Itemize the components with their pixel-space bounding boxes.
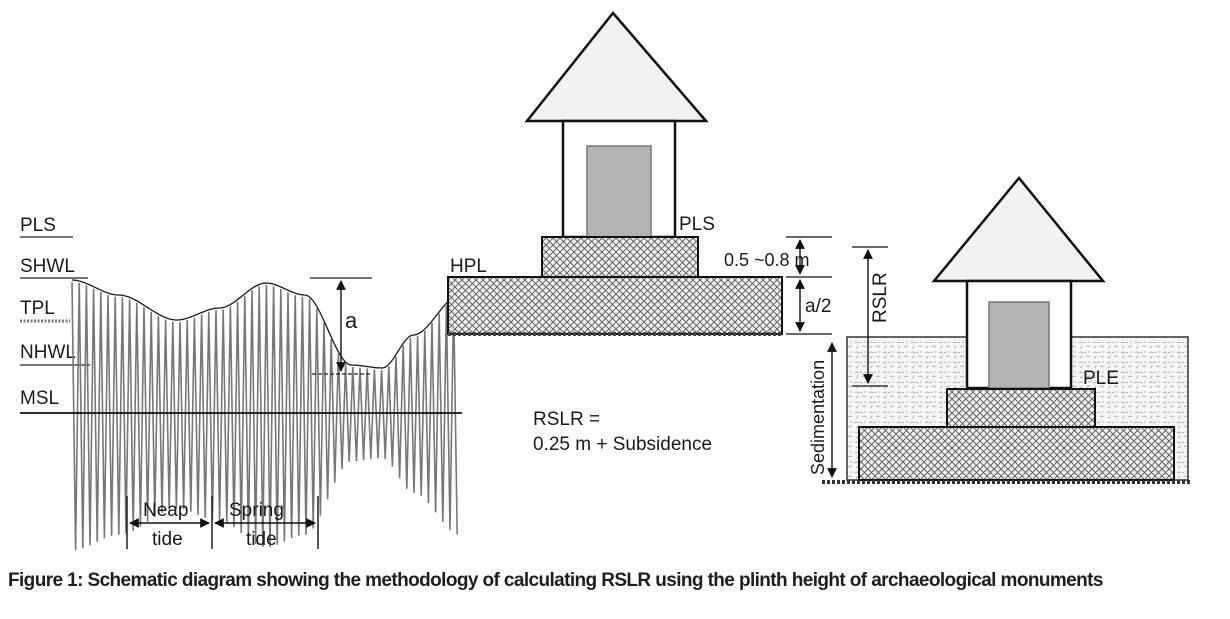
tide-oscillation-waveform [71,281,458,551]
buried-monument-roof [931,176,1106,283]
tide-level-msl: MSL [20,388,59,409]
tidal-range-marker: a [310,277,372,375]
tide-level-tpl: TPL [20,298,55,319]
formula-line1: RSLR = [533,409,600,430]
tide-level-pls: PLS [20,215,56,236]
spring-label-line1: Spring [229,500,284,521]
monument-roof [524,11,709,123]
buried-monument-door [988,301,1050,389]
spring-label-line2: tide [246,529,277,550]
tide-wave-path [71,281,458,551]
buried-monument: PLE RSLR Sedimentation [808,176,1190,484]
lower-plinth-height-label: a/2 [805,296,831,317]
tide-level-shwl: SHWL [20,256,75,277]
figure-caption: Figure 1: Schematic diagram showing the … [8,570,1103,591]
upper-plinth-height-label: 0.5 ~0.8 m [724,250,810,270]
neap-label-line2: tide [152,529,183,550]
tidal-range-label: a [345,308,358,333]
monument-door [586,145,652,238]
rslr-label: RSLR [870,272,891,323]
upper-plinth [541,236,699,278]
tide-high-water-envelope [71,279,461,369]
ple-label: PLE [1083,368,1119,389]
rslr-formula: RSLR = 0.25 m + Subsidence [533,409,712,455]
buried-lower-plinth [858,426,1175,481]
sedimentation-label: Sedimentation [808,360,828,475]
buried-upper-plinth [946,388,1096,428]
neap-label-line1: Neap [143,500,188,521]
tide-level-nhwl: NHWL [20,342,76,363]
original-monument: PLS HPL 0.5 ~0.8 m a/2 [447,11,832,336]
hpl-label: HPL [450,256,487,277]
pls-label: PLS [679,214,715,235]
tide-panel: PLS SHWL TPL NHWL MSL a Neap [20,215,462,551]
formula-line2: 0.25 m + Subsidence [533,434,712,455]
lower-plinth [447,276,783,335]
tide-period-markers: Neap tide Spring tide [126,496,319,550]
